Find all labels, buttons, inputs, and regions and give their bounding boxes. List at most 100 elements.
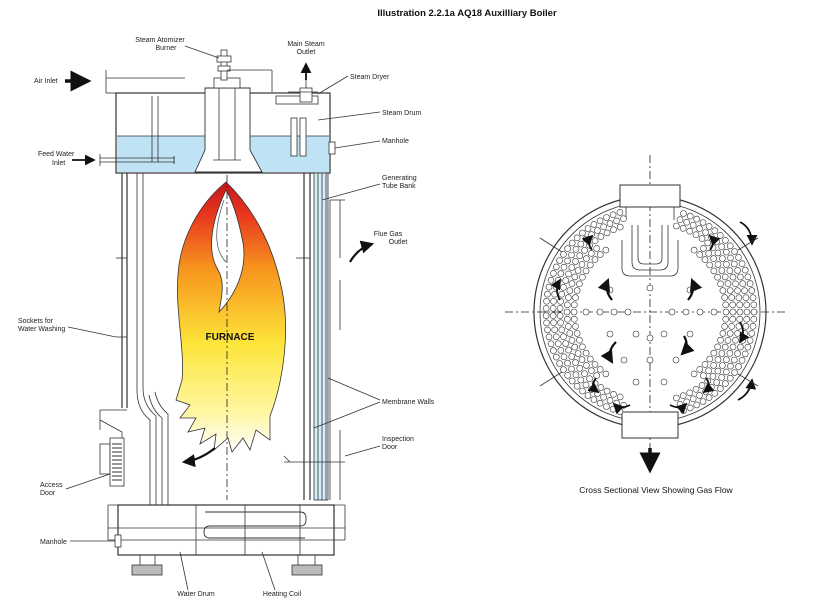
tube-1-36 (560, 353, 568, 361)
tube-0-35 (568, 377, 576, 385)
tube-1-68 (676, 216, 684, 223)
tube-2-67 (698, 235, 706, 242)
tube-0-62 (603, 214, 610, 221)
tube-1-5 (737, 343, 744, 351)
tube-0-53 (556, 257, 563, 264)
tube-0-82 (731, 248, 738, 255)
tube-1-8 (727, 362, 734, 370)
tube-0-39 (552, 353, 560, 361)
tube-inner-0-3 (726, 330, 734, 337)
label-generating-tube-bank-2: Tube Bank (382, 183, 416, 190)
tube-inner-0-63 (705, 250, 713, 257)
tube-0-37 (560, 366, 567, 373)
tube-0-11 (722, 380, 729, 387)
tube-0-75 (693, 215, 701, 223)
tube-0-78 (711, 227, 719, 234)
tube-inner-1-8 (701, 361, 709, 368)
tube-2-39 (556, 312, 564, 319)
tube-inner-1-3 (719, 330, 727, 337)
tube-0-17 (686, 404, 694, 412)
tube-2-36 (560, 333, 567, 341)
tube-1-0 (743, 308, 751, 316)
tube-inner-0-45 (587, 250, 595, 257)
tube-0-50 (547, 276, 555, 284)
tube-inner-1-4 (717, 336, 724, 344)
tube-inner-0-70 (728, 294, 736, 301)
tube-0-74 (686, 212, 694, 220)
tube-1-56 (594, 227, 601, 234)
tube-inner-1-10 (690, 370, 698, 378)
tube-inner-1-23 (602, 370, 610, 378)
tube-inner-0-44 (583, 255, 590, 262)
tube-1-54 (582, 235, 590, 243)
tube-inner-1-27 (582, 349, 590, 357)
tube-inner-1-39 (582, 267, 590, 275)
tube-2-66 (692, 231, 700, 238)
tube-ring (542, 209, 758, 415)
label-manhole-top: Manhole (382, 138, 409, 145)
tube-scatter-16 (672, 356, 680, 364)
tube-inner-0-33 (566, 330, 574, 337)
tube-1-35 (564, 359, 571, 367)
tube-0-83 (735, 254, 742, 261)
tube-2-35 (562, 340, 570, 347)
gas-arrow-5 (581, 234, 594, 251)
tube-inner-1-41 (591, 256, 599, 263)
tube-2-40 (556, 305, 564, 312)
tube-inner-0-8 (710, 362, 717, 369)
tube-2-33 (568, 353, 576, 360)
gas-arrow-7 (587, 377, 600, 394)
tube-inner-0-32 (568, 337, 576, 344)
tube-0-76 (699, 219, 707, 226)
tube-inner-0-41 (571, 273, 579, 281)
tube-2-53 (603, 229, 611, 237)
tube-1-33 (572, 371, 580, 379)
label-generating-tube-bank-1: Generating (382, 175, 417, 182)
tube-inner-0-29 (578, 356, 586, 363)
gas-arrow-8 (702, 377, 715, 394)
tube-scatter-11 (686, 330, 694, 338)
tube-1-70 (689, 221, 697, 229)
manhole-bottom (114, 534, 122, 548)
furnace-label: FURNACE (206, 332, 255, 343)
tube-inner-0-71 (729, 301, 737, 309)
tube-0-8 (735, 363, 742, 370)
tube-2-44 (562, 277, 570, 284)
tube-inner-0-30 (574, 350, 582, 357)
tube-inner-0-40 (568, 280, 576, 287)
tube-0-15 (699, 398, 707, 405)
tube-1-71 (696, 225, 703, 232)
tube-scatter-20 (646, 284, 654, 292)
tube-0-81 (726, 242, 734, 250)
tube-2-29 (586, 375, 593, 383)
tube-0-0 (750, 308, 758, 316)
tube-2-63 (673, 222, 680, 230)
tube-inner-0-7 (714, 356, 722, 363)
tube-inner-0-67 (721, 273, 729, 281)
tube-inner-1-30 (573, 330, 581, 337)
tube-scatter-19 (646, 334, 654, 342)
tube-1-9 (722, 368, 730, 376)
tube-inner-0-31 (571, 343, 579, 351)
tube-0-55 (564, 245, 571, 252)
generating-tube-bank (313, 172, 329, 501)
tube-0-30 (596, 399, 604, 407)
tube-0-7 (738, 356, 746, 364)
tube-2-48 (576, 252, 584, 259)
tube-2-15 (679, 392, 687, 400)
tube-inner-0-37 (563, 301, 571, 309)
tube-2-64 (679, 225, 687, 232)
tube-1-41 (550, 319, 557, 327)
tube-inner-1-59 (706, 261, 714, 269)
tube-1-31 (582, 381, 590, 389)
tube-scatter-8 (606, 330, 614, 338)
tube-0-48 (544, 290, 551, 298)
tube-2-6 (726, 349, 734, 357)
tube-inner-0-27 (587, 367, 595, 375)
access-door (99, 443, 111, 475)
tube-inner-1-9 (696, 366, 704, 373)
label-steam-atomizer-burner-2: Burner (155, 45, 177, 52)
tube-1-69 (683, 218, 691, 226)
tube-scatter-4 (668, 308, 676, 316)
